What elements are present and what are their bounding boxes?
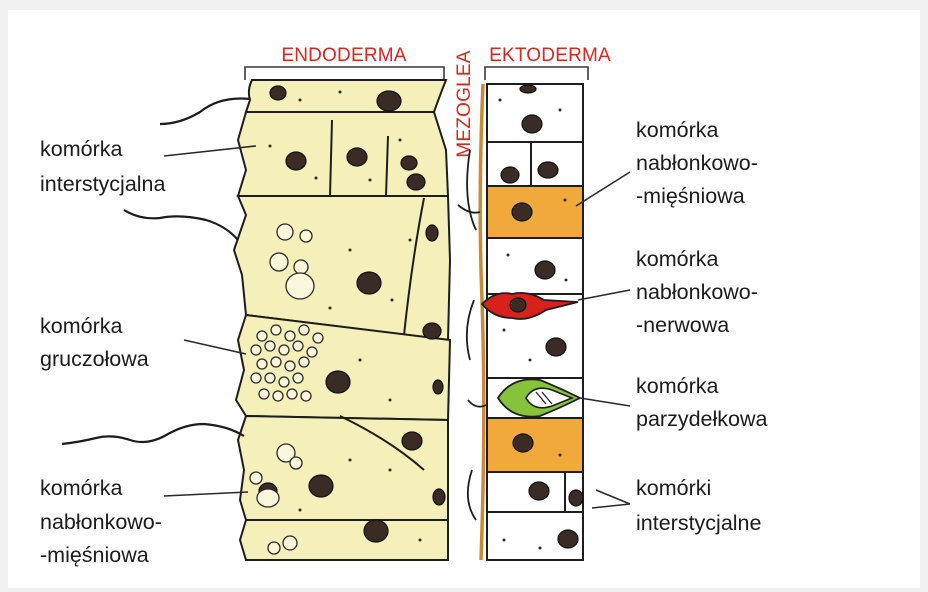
- label-line: komórka: [636, 374, 718, 398]
- ectoderm-title: EKTODERMA: [489, 45, 611, 66]
- label-line: komórka: [40, 314, 122, 338]
- label-line: -nerwowa: [636, 313, 729, 337]
- mesoglea-title: MEZOGLEA: [454, 50, 475, 157]
- ectoderm-cell-3: [487, 238, 583, 294]
- label-line: nabłonkowo-: [636, 280, 758, 304]
- label-line: komórka: [40, 137, 122, 161]
- ectoderm-interstitial-2: [487, 472, 565, 512]
- label-line: parzydełkowa: [636, 407, 767, 431]
- endoderm-layer: [234, 80, 450, 560]
- label-line: komórka: [40, 476, 122, 500]
- label-line: gruczołowa: [40, 347, 149, 371]
- label-line: -mięśniowa: [40, 543, 149, 567]
- ectoderm-orange-cell-2: [487, 418, 583, 472]
- ectoderm-orange-cell-1: [487, 186, 583, 238]
- ectoderm-layer: [482, 84, 583, 560]
- label-line: interstycjalne: [636, 511, 761, 535]
- label-line: nabłonkowo-: [40, 510, 162, 534]
- label-line: komórki: [636, 476, 711, 500]
- ectoderm-cell-2: [531, 142, 583, 186]
- label-line: komórka: [636, 118, 718, 142]
- label-line: interstycjalna: [40, 172, 166, 196]
- label-line: komórka: [636, 247, 718, 271]
- ectoderm-cell-1: [487, 84, 583, 142]
- label-line: nabłonkowo-: [636, 151, 758, 175]
- endoderm-title: ENDODERMA: [281, 45, 406, 66]
- label-line: -mięśniowa: [636, 184, 745, 208]
